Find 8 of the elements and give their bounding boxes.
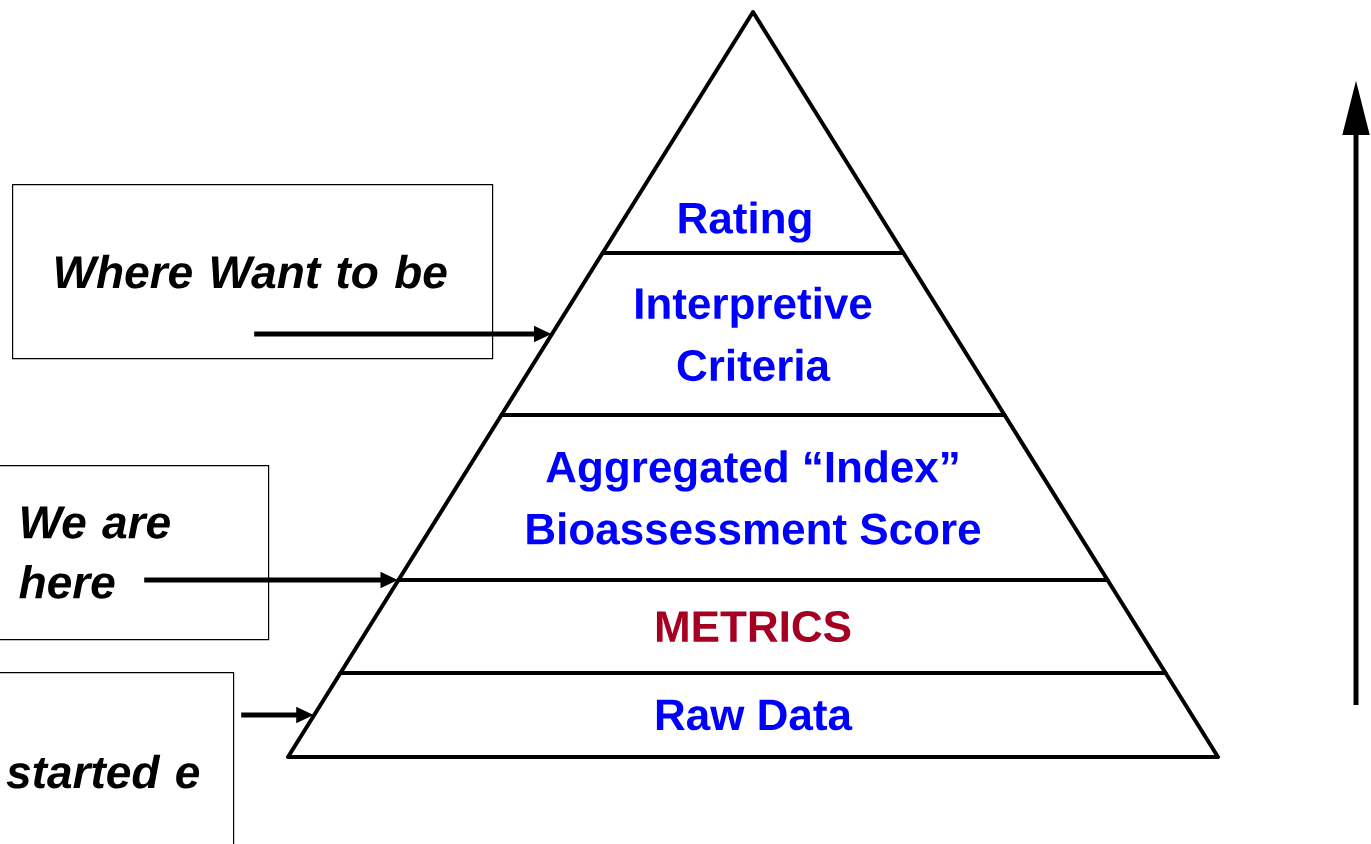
- pyramid-tier: Rating: [600, 10, 906, 255]
- pyramid-tier: Aggregated “Index” Bioassessment Score: [396, 413, 1110, 582]
- pyramid-tier: Raw Data: [286, 671, 1220, 759]
- pyramid-tier: Interpretive Criteria: [499, 251, 1007, 417]
- text-box: We are here: [0, 465, 270, 641]
- text-box: Where Want to be: [12, 184, 494, 360]
- pyramid-tier: METRICS: [338, 578, 1168, 675]
- text-box: started e: [0, 672, 235, 844]
